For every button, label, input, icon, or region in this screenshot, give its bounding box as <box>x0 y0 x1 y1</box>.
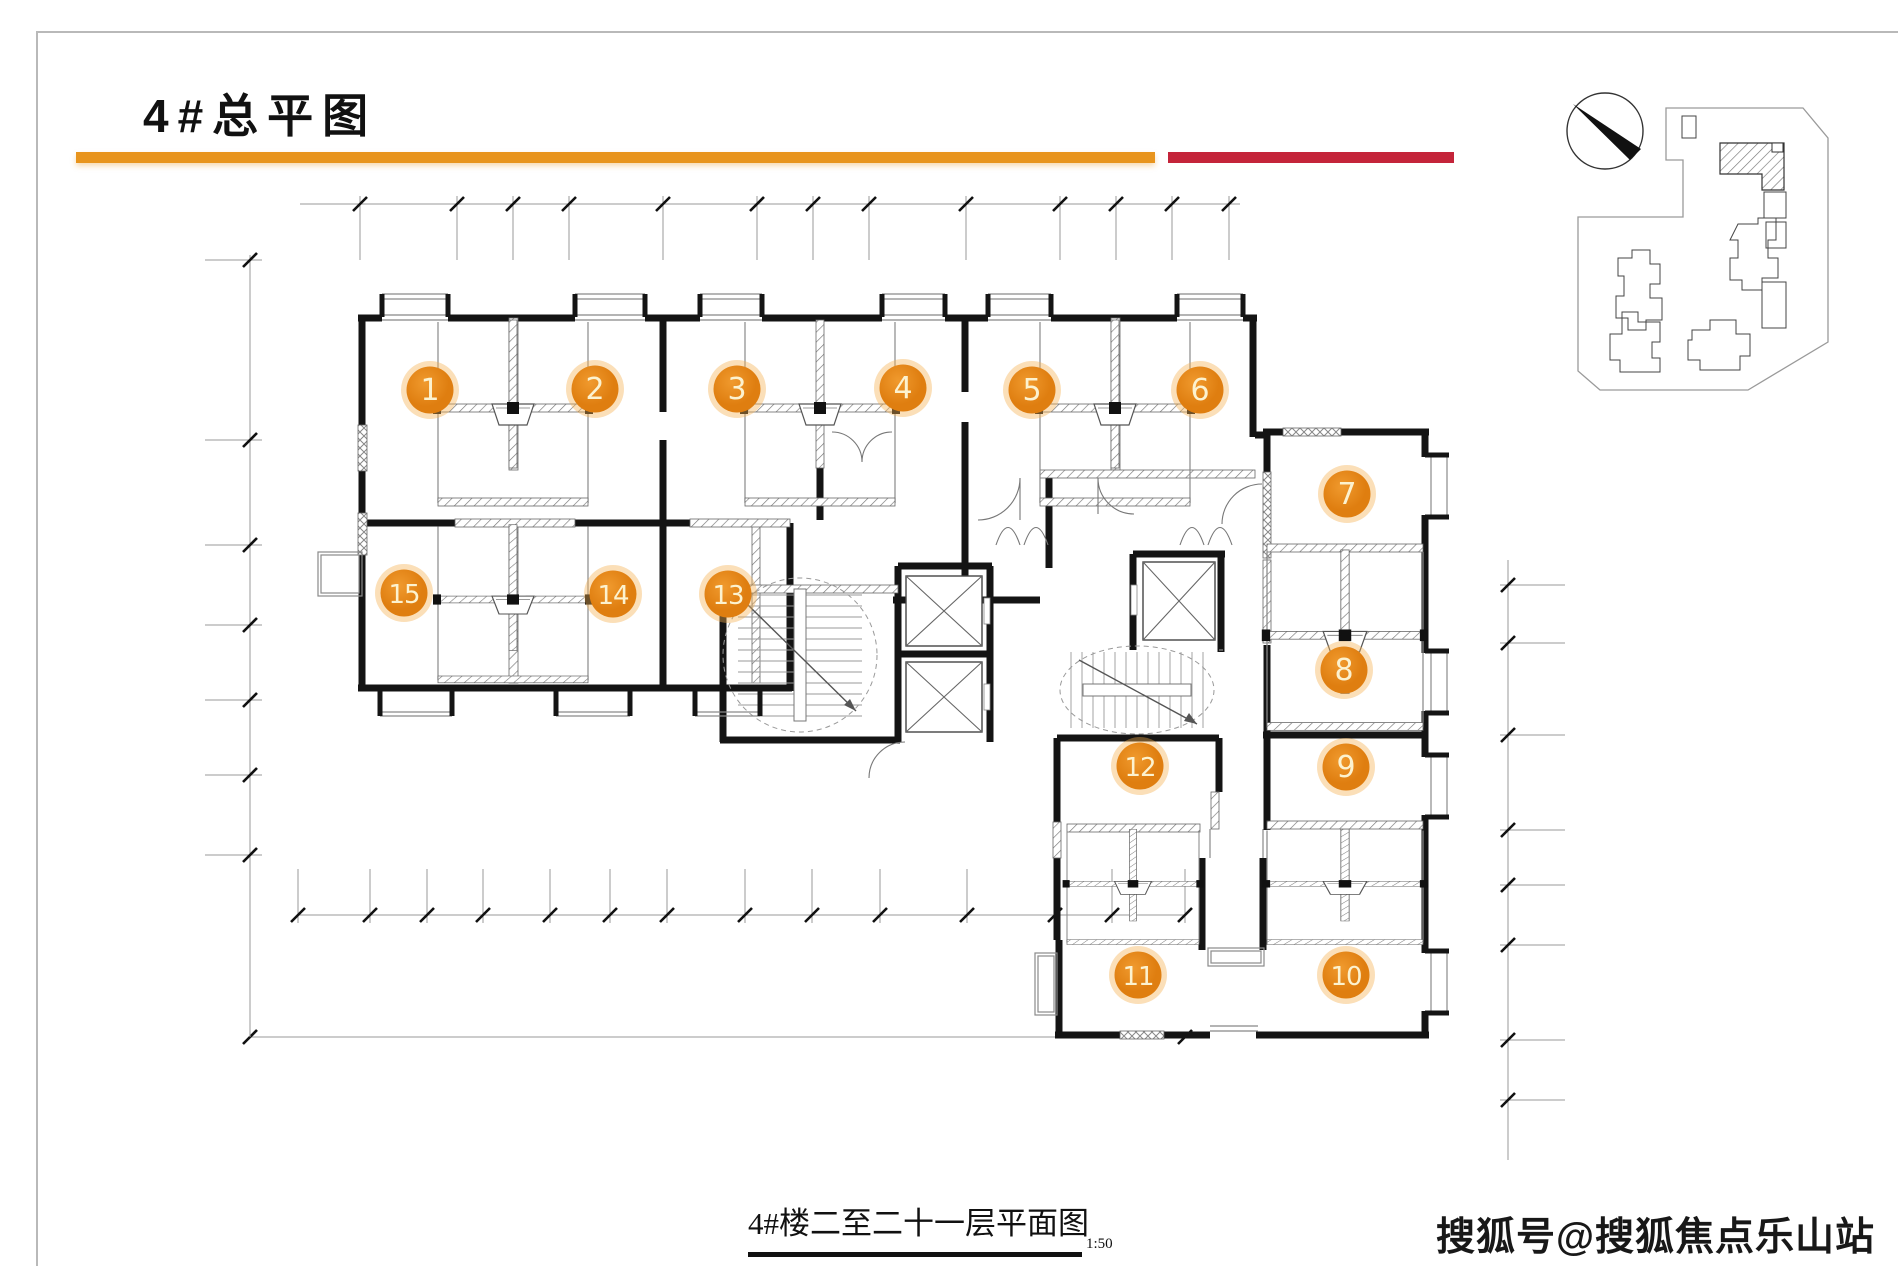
window-lines <box>382 314 1264 1032</box>
unit-badge: 12 <box>1111 737 1169 795</box>
drawing-scale: 1:50 <box>1086 1236 1113 1252</box>
unit-badge: 6 <box>1171 361 1229 419</box>
page-frame-left <box>36 32 38 1266</box>
balconies <box>317 293 1449 1016</box>
stair-core-left <box>722 577 878 733</box>
unit-number: 15 <box>388 580 419 610</box>
page-frame-top <box>36 31 1898 33</box>
title-underline-red <box>1168 152 1454 163</box>
site-building-4-highlighted <box>1719 142 1785 191</box>
unit-number: 10 <box>1330 962 1361 992</box>
title-underline-orange <box>76 152 1155 163</box>
north-arrow-needle <box>1573 104 1641 160</box>
unit-badge: 4 <box>874 359 932 417</box>
unit-badge: 11 <box>1109 946 1167 1004</box>
unit-badge: 7 <box>1318 465 1376 523</box>
site-key-plan <box>1566 92 1829 391</box>
elevator-shaft-right <box>1130 561 1216 641</box>
unit-number: 11 <box>1122 962 1153 992</box>
unit-number: 1 <box>420 373 439 408</box>
unit-number: 7 <box>1337 477 1356 512</box>
unit-badge: 3 <box>708 360 766 418</box>
unit-number: 2 <box>585 372 604 407</box>
unit-number: 5 <box>1022 373 1041 408</box>
unit-badge: 14 <box>584 565 642 623</box>
stair-core-right <box>1059 645 1215 735</box>
unit-number: 9 <box>1336 750 1355 785</box>
unit-badge: 15 <box>375 564 433 622</box>
unit-number: 6 <box>1190 373 1209 408</box>
unit-badge: 2 <box>566 360 624 418</box>
dimension-grid <box>205 196 1565 1160</box>
unit-badge: 10 <box>1317 946 1375 1004</box>
north-arrow-circle <box>1566 92 1644 170</box>
unit-number: 14 <box>597 581 629 611</box>
unit-badge: 9 <box>1317 738 1375 796</box>
site-boundary <box>1577 107 1829 391</box>
site-buildings <box>1609 115 1787 373</box>
page-title: 4#总平图 <box>143 90 378 142</box>
unit-number: 8 <box>1334 653 1353 688</box>
caption-underline <box>748 1252 1082 1257</box>
unit-number: 12 <box>1124 753 1155 783</box>
unit-number: 4 <box>893 371 912 406</box>
unit-badge: 5 <box>1003 361 1061 419</box>
elevator-shafts-left <box>905 575 991 733</box>
unit-badge: 13 <box>699 565 757 623</box>
unit-badge: 8 <box>1315 641 1373 699</box>
unit-badge: 1 <box>401 361 459 419</box>
unit-number: 3 <box>727 372 746 407</box>
watermark-text: 搜狐号@搜狐焦点乐山站 <box>1436 1216 1876 1259</box>
drawing-caption: 4#楼二至二十一层平面图 <box>748 1206 1089 1241</box>
door-arcs <box>831 431 1263 779</box>
unit-number: 13 <box>712 581 743 611</box>
